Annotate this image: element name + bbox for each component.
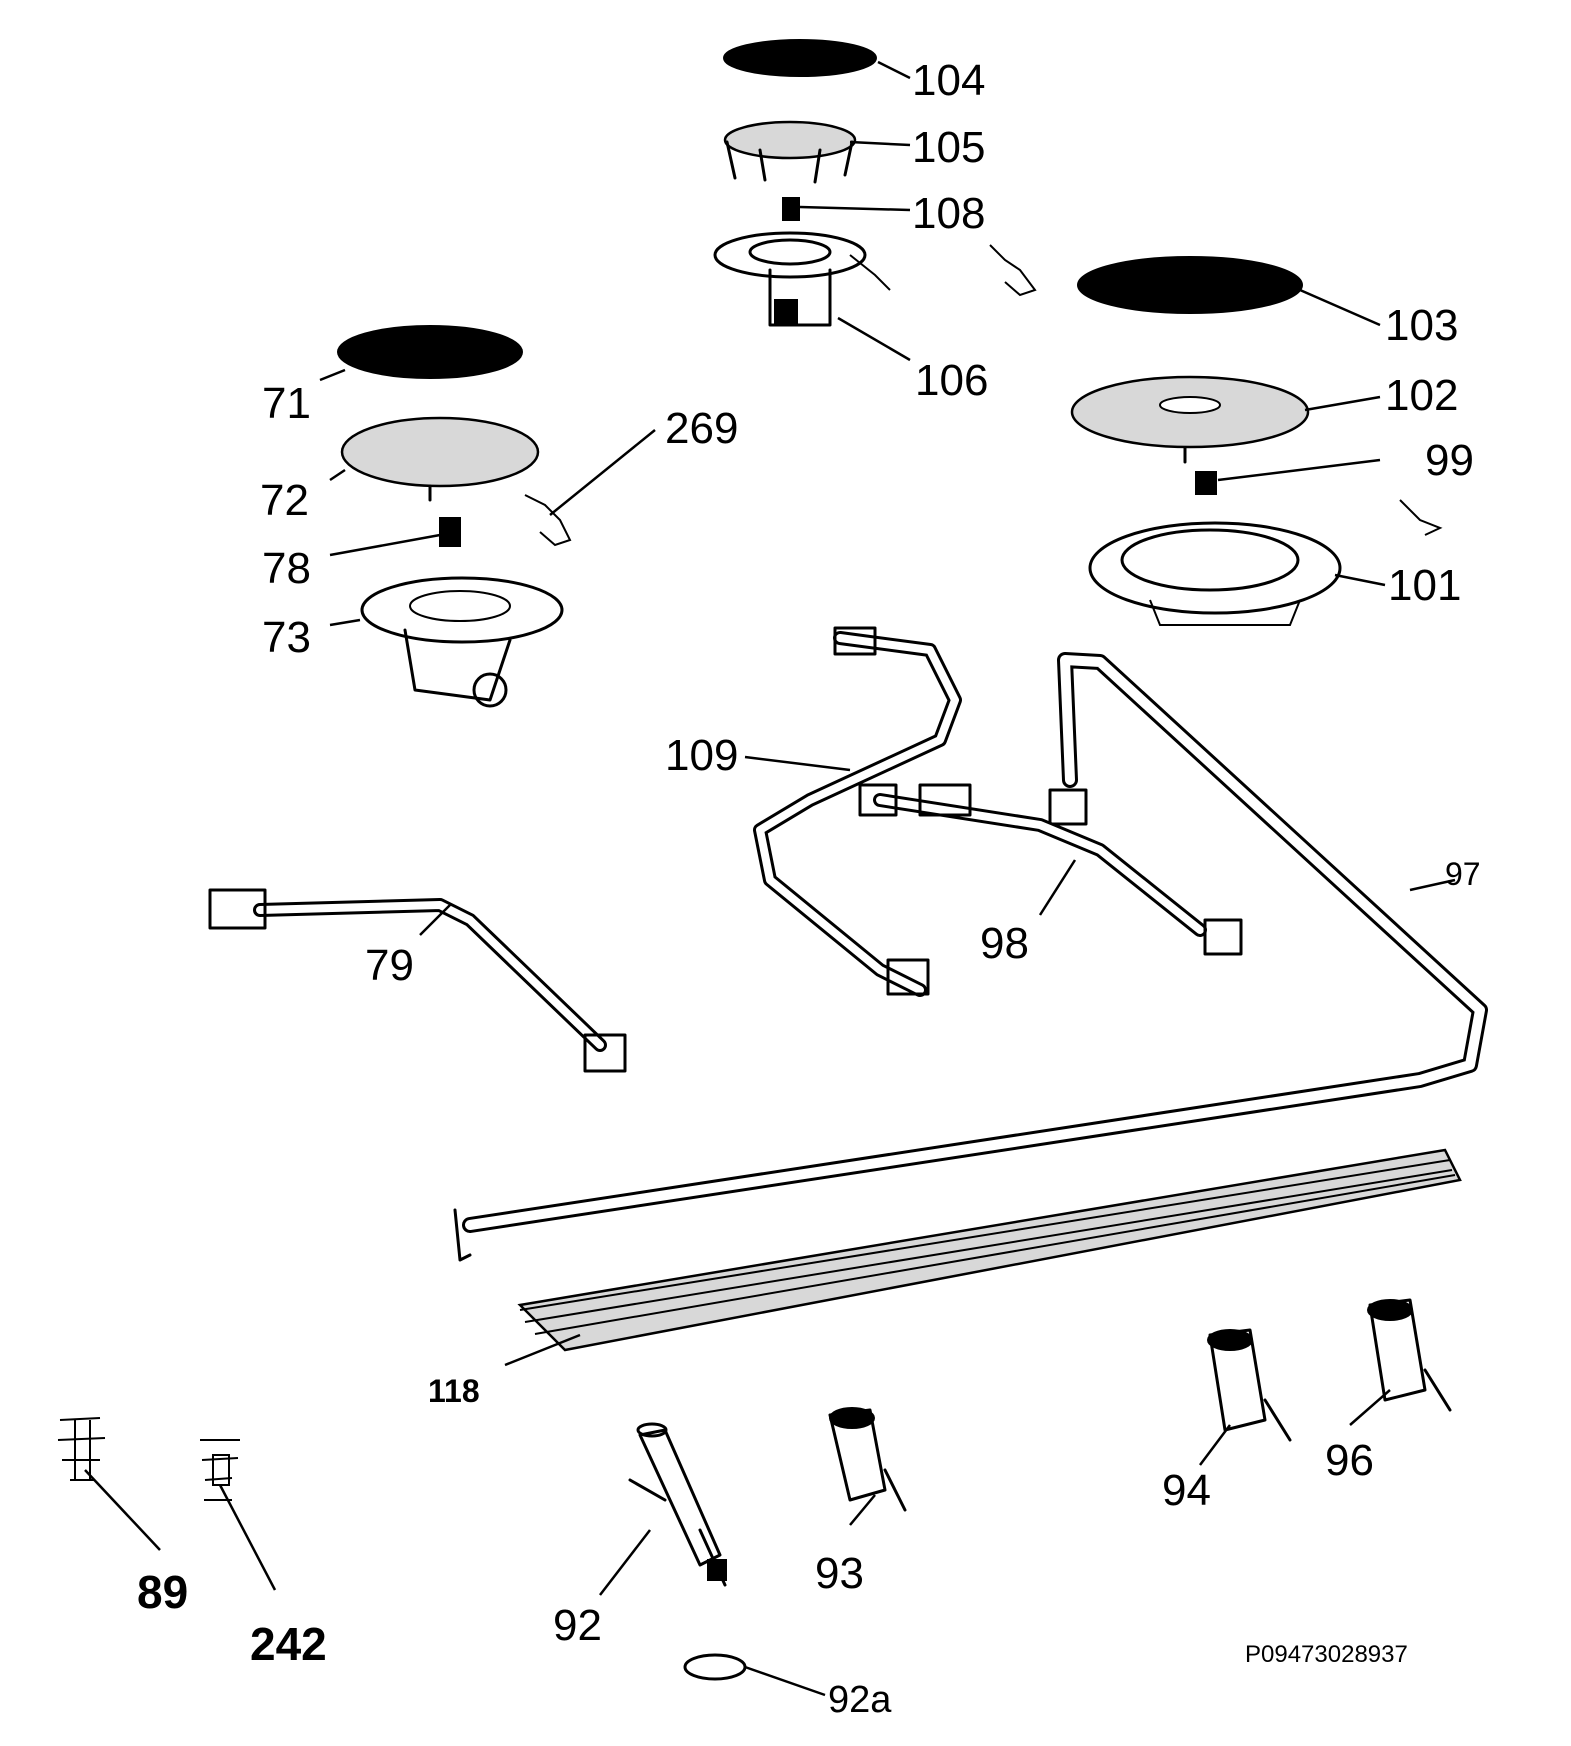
label-109: 109: [665, 731, 738, 780]
label-106: 106: [915, 356, 988, 405]
gas-tap-93: [828, 1407, 907, 1512]
gas-tap-92: [628, 1422, 727, 1587]
label-96: 96: [1325, 1436, 1374, 1485]
label-97: 97: [1445, 856, 1481, 892]
burner-cap-71: [337, 325, 523, 379]
label-269: 269: [665, 404, 738, 453]
label-99: 99: [1425, 436, 1474, 485]
label-89: 89: [137, 1566, 188, 1618]
part-labels: 104 105 108 106 103 102 99 101 71 72 269…: [137, 56, 1481, 1721]
o-ring-92a: [683, 1653, 747, 1681]
injector-99: [1195, 471, 1217, 495]
burner-cap-104: [723, 39, 877, 77]
clip-part-right: [1399, 499, 1443, 536]
burner-body-101: [1088, 521, 1342, 626]
burner-body-73: [360, 576, 564, 708]
part-242: [200, 1439, 240, 1501]
label-103: 103: [1385, 301, 1458, 350]
rail-118: [517, 1148, 1462, 1352]
label-104: 104: [912, 56, 985, 105]
gas-tap-94: [1207, 1328, 1292, 1442]
label-105: 105: [912, 123, 985, 172]
burner-crown-72: [340, 416, 540, 502]
burner-crown-102: [1070, 375, 1310, 464]
pipe-109: [753, 626, 962, 997]
burner-body-106: [713, 231, 891, 327]
pipe-98: [858, 783, 1243, 956]
label-73: 73: [262, 613, 311, 662]
label-102: 102: [1385, 371, 1458, 420]
label-72: 72: [260, 476, 309, 525]
label-242: 242: [250, 1618, 327, 1670]
label-79: 79: [365, 941, 414, 990]
label-118: 118: [428, 1373, 480, 1409]
pipe-97: [453, 652, 1488, 1262]
burner-crown-105: [723, 120, 857, 184]
burner-cap-103: [1077, 256, 1303, 314]
label-92a: 92a: [828, 1679, 892, 1721]
label-71: 71: [262, 379, 311, 428]
injector-78: [439, 517, 461, 547]
label-108: 108: [912, 189, 985, 238]
gas-tap-96: [1367, 1298, 1452, 1412]
label-98: 98: [980, 919, 1029, 968]
part-89: [57, 1417, 106, 1481]
thermocouple-269: [524, 494, 572, 547]
leader-lines: [84, 60, 1456, 1697]
label-78: 78: [262, 544, 311, 593]
injector-108: [782, 197, 800, 221]
clip-part: [989, 244, 1037, 297]
diagram-code: P09473028937: [1245, 1641, 1408, 1668]
label-101: 101: [1388, 561, 1461, 610]
pipe-79: [208, 888, 627, 1073]
label-92: 92: [553, 1601, 602, 1650]
label-93: 93: [815, 1549, 864, 1598]
label-94: 94: [1162, 1466, 1211, 1515]
